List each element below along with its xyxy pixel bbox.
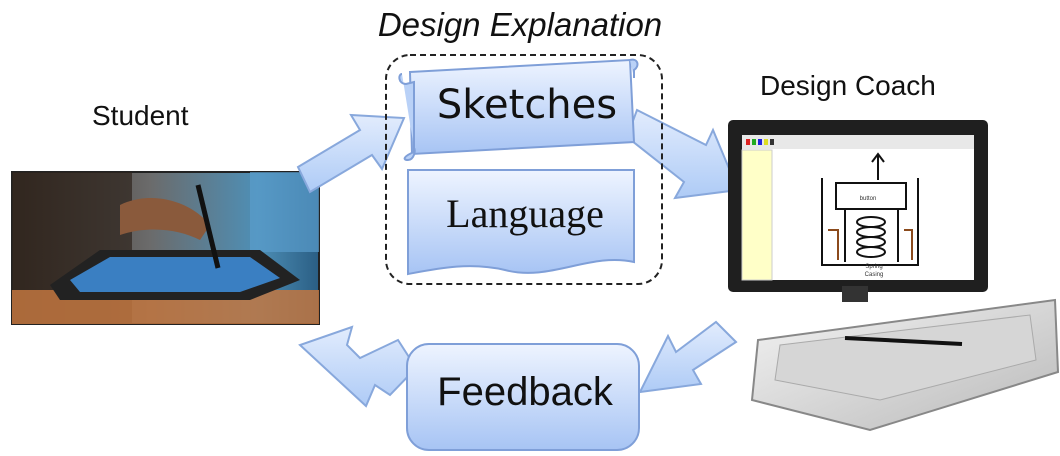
sketch-label-button: button — [860, 196, 877, 202]
arrow-feedback-to-student — [298, 325, 418, 408]
student-photo — [11, 171, 320, 325]
arrow-student-to-explanation — [296, 113, 406, 194]
feedback-box — [406, 343, 640, 451]
screen-app: button Spring Casing — [741, 135, 974, 281]
student-label: Student — [92, 100, 189, 131]
sketches-label: Sketches — [436, 82, 618, 128]
sketch-drawing — [821, 152, 919, 266]
arrow-coach-to-feedback — [638, 320, 738, 394]
design-coach-label: Design Coach — [760, 70, 936, 101]
sketch-label-casing: Casing — [865, 272, 884, 278]
language-document — [407, 169, 635, 276]
arrow-explanation-to-coach — [625, 108, 740, 200]
diagram-title: Design Explanation — [377, 6, 663, 43]
design-explanation-group — [385, 54, 663, 285]
sketches-scroll — [398, 58, 639, 162]
feedback-label: Feedback — [437, 370, 613, 414]
language-label: Language — [446, 191, 604, 236]
sketch-label-spring: Spring — [865, 264, 882, 270]
